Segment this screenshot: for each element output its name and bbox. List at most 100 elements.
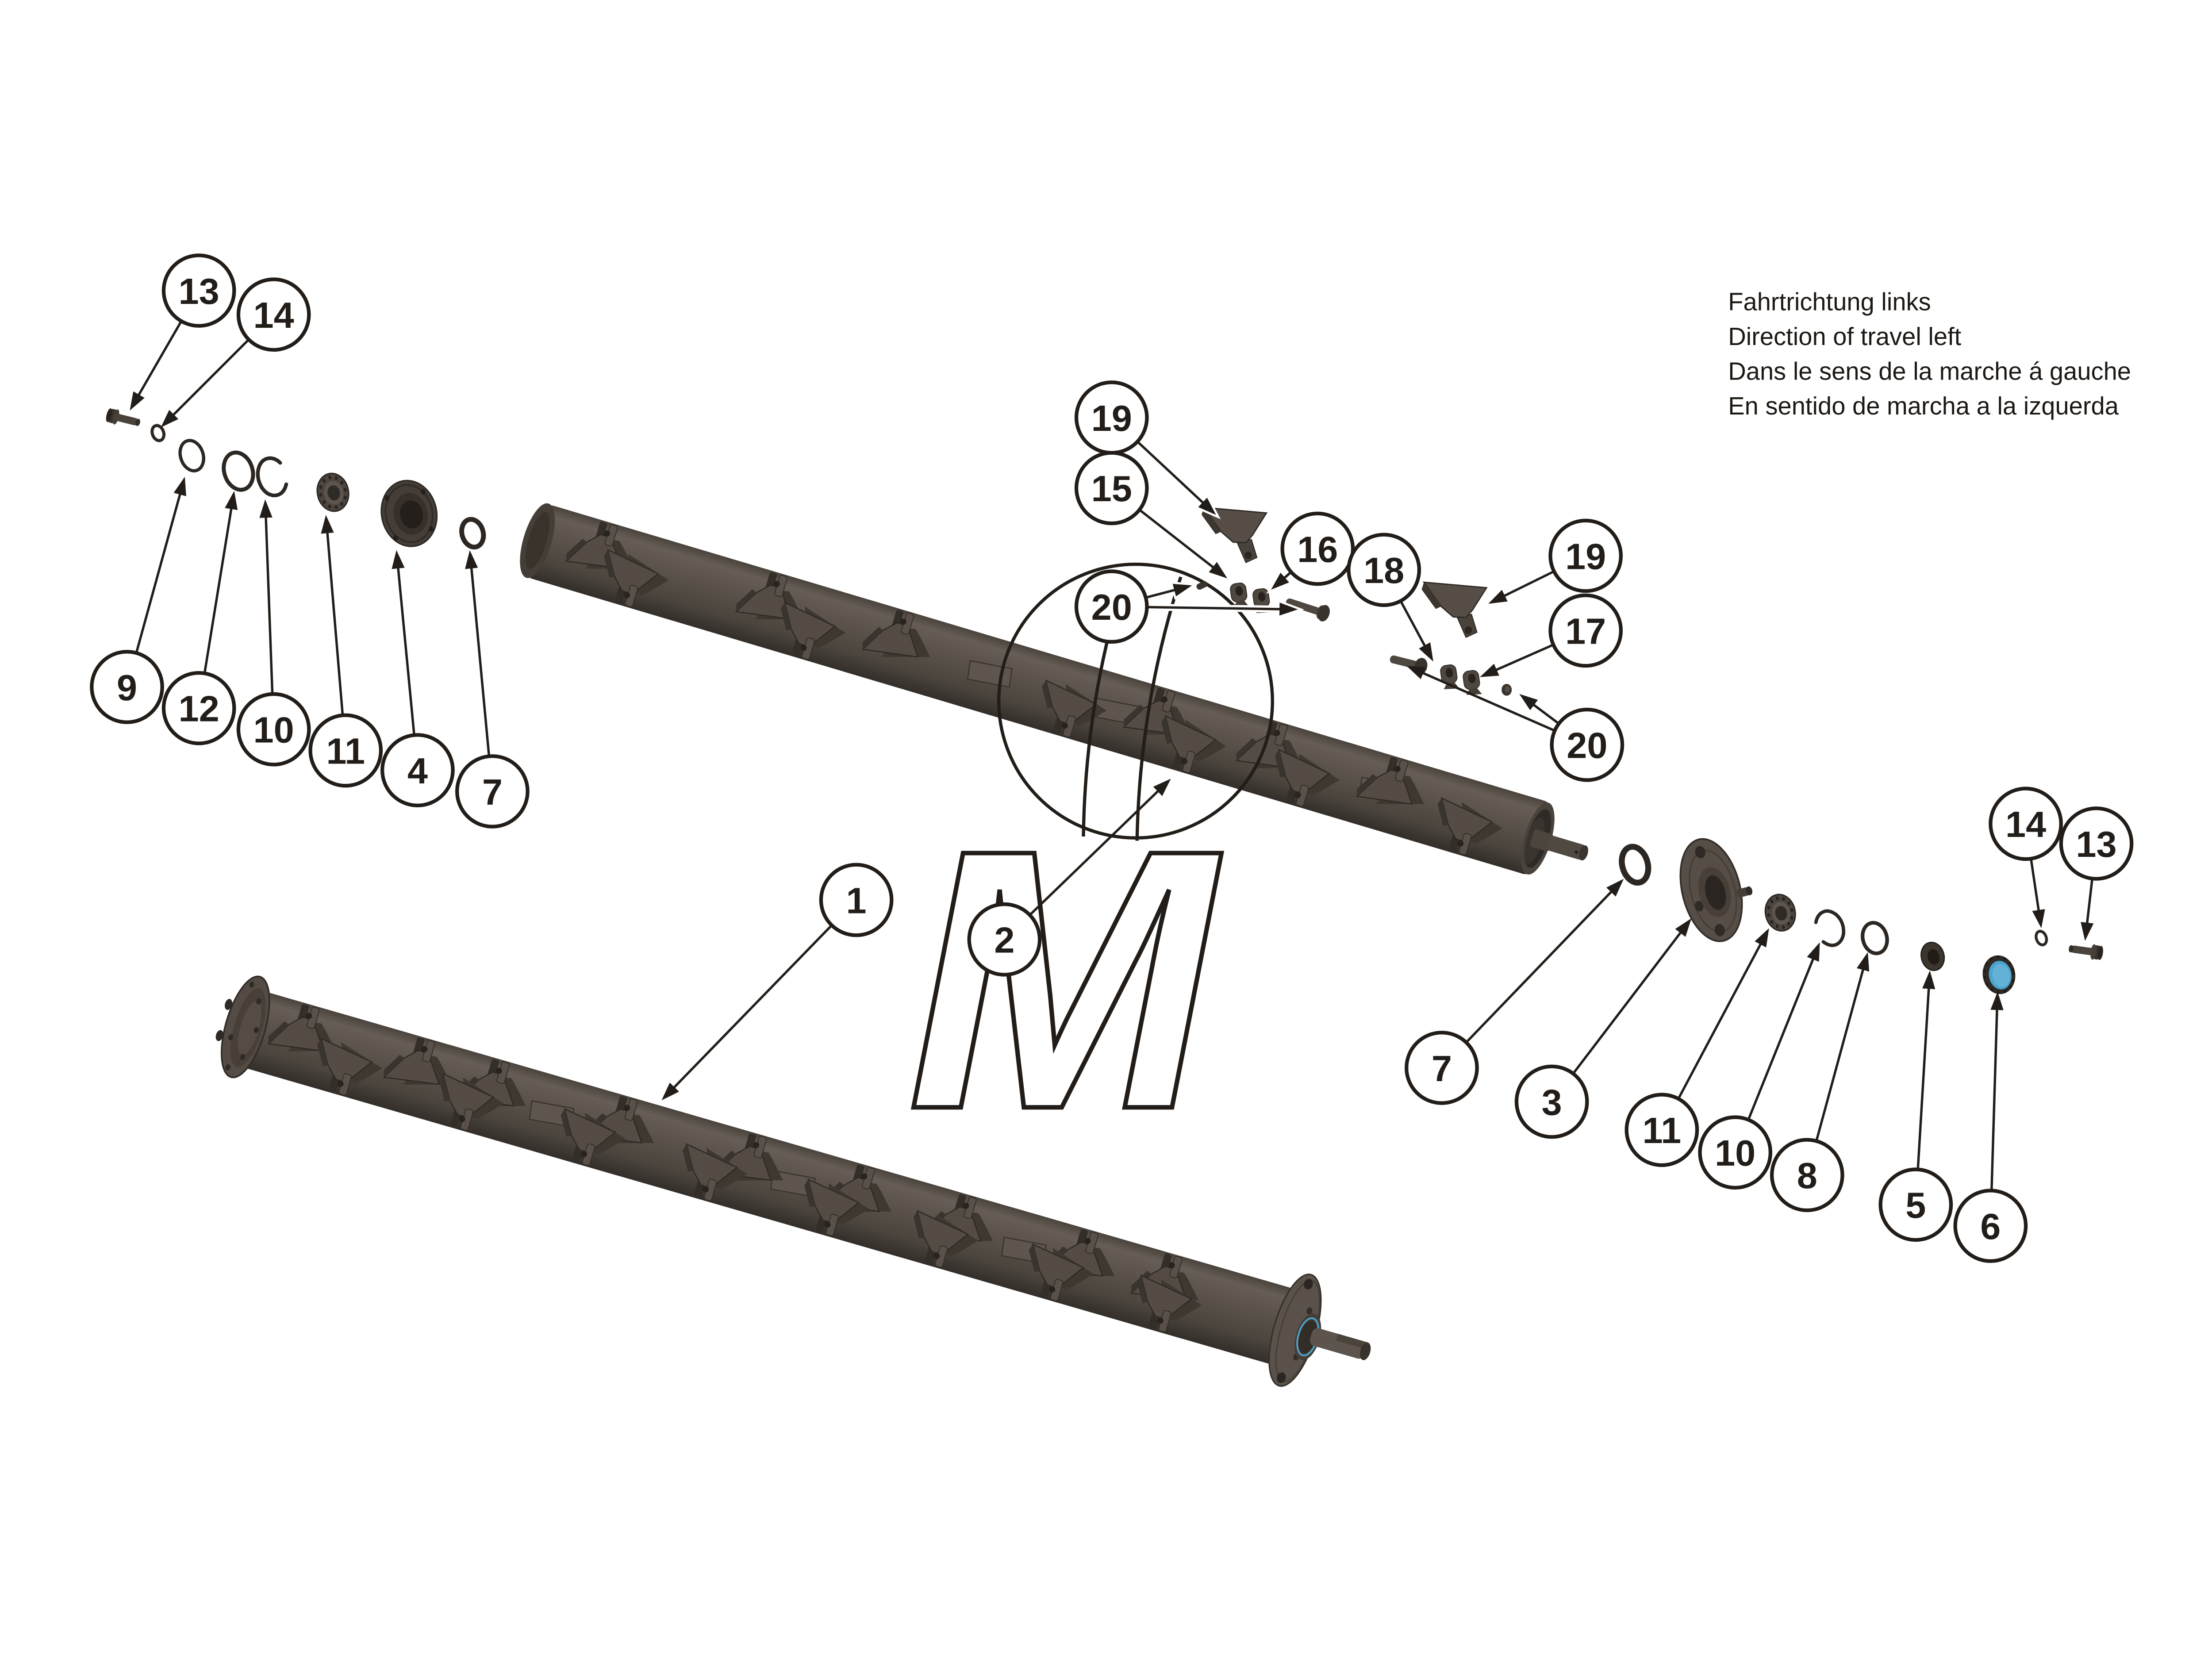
- leader-arrow-7: [1466, 879, 1624, 1043]
- part-bearing: [1764, 894, 1796, 932]
- part-washer: [1920, 941, 1945, 971]
- part-blade: [1202, 507, 1268, 564]
- note-line-es: En sentido de marcha a la izquerda: [1728, 392, 2119, 420]
- arrowhead: [1419, 642, 1433, 662]
- arrowhead: [1271, 572, 1289, 590]
- callout-20: 20: [1074, 569, 1149, 644]
- flail-blade-pair: [682, 1143, 748, 1201]
- flail-blade-pair: [804, 1178, 869, 1236]
- callout-13: 13: [161, 253, 236, 328]
- callout-11: 11: [308, 713, 383, 788]
- part-bolt: [1286, 598, 1330, 622]
- leader-arrow-6: [1990, 991, 2004, 1190]
- arrowhead: [1856, 952, 1870, 972]
- callout-17: 17: [1548, 593, 1623, 668]
- flail-blade-pair: [1356, 757, 1425, 805]
- part-oring: [1861, 921, 1889, 955]
- note-line-fr: Dans le sens de la marche á gauche: [1728, 357, 2131, 385]
- direction-note: Fahrtrichtung links Direction of travel …: [1728, 288, 2131, 420]
- part-circlip: [256, 456, 288, 498]
- arrowhead: [1606, 879, 1624, 897]
- leader-arrow-7: [465, 550, 491, 756]
- leader-arrow-2: [1029, 774, 1175, 916]
- leader-arrow-9: [135, 476, 186, 653]
- flail-blade-pair: [1029, 1243, 1094, 1301]
- part-ring: [178, 439, 205, 472]
- callout-number: 11: [1643, 1110, 1682, 1151]
- arrowhead: [1519, 694, 1538, 710]
- callout-8: 8: [1770, 1138, 1844, 1213]
- part-capblue: [1982, 955, 2016, 994]
- arrowhead: [1279, 602, 1298, 616]
- callout-2: 2: [967, 902, 1042, 977]
- callout-18: 18: [1347, 533, 1421, 607]
- callout-number: 10: [1715, 1132, 1755, 1174]
- note-line-de: Fahrtrichtung links: [1728, 288, 1931, 316]
- callout-number: 2: [994, 920, 1014, 961]
- part-hub: [1679, 838, 1753, 942]
- callout-number: 20: [1091, 587, 1132, 628]
- arrowhead: [1198, 497, 1216, 515]
- callout-16: 16: [1280, 511, 1355, 586]
- callout-number: 8: [1797, 1155, 1817, 1196]
- flail-blade-pair: [561, 1108, 626, 1166]
- leader-arrow-3: [1572, 918, 1692, 1074]
- callout-1: 1: [819, 863, 894, 937]
- arrowhead: [2032, 909, 2045, 929]
- leader-arrow-20: [1519, 694, 1559, 725]
- arrowhead: [130, 391, 145, 411]
- callout-15: 15: [1074, 451, 1149, 526]
- part-blade: [1421, 581, 1488, 638]
- leader-arrow-12: [203, 491, 238, 673]
- part-oring: [1619, 844, 1651, 886]
- exploded-parts-layer: [106, 408, 2103, 994]
- callout-19: 19: [1548, 518, 1623, 593]
- part-oring: [459, 517, 486, 550]
- arrowhead: [225, 491, 238, 510]
- callout-number: 4: [407, 750, 428, 791]
- flail-blade-pair: [267, 1004, 336, 1052]
- callout-number: 5: [1905, 1185, 1926, 1226]
- flail-blade-pair: [1437, 797, 1502, 856]
- arrowhead: [321, 514, 334, 534]
- callout-12: 12: [161, 671, 236, 745]
- part-ring: [222, 450, 255, 492]
- brand-m-logo: M: [907, 773, 1225, 1186]
- callout-number: 7: [482, 771, 503, 813]
- leader-arrow-8: [1815, 952, 1870, 1141]
- brand-logo-layer: M: [905, 771, 1227, 1188]
- part-screw: [2069, 944, 2103, 960]
- callout-number: 10: [253, 710, 294, 751]
- leader-arrow-16: [1266, 569, 1293, 594]
- arrowhead: [392, 550, 405, 569]
- leader-arrow-20: [1406, 666, 1555, 732]
- callout-11: 11: [1624, 1093, 1699, 1167]
- part-cup: [380, 480, 438, 547]
- arrowhead: [161, 410, 179, 428]
- part-screw: [106, 408, 140, 426]
- arrowhead: [1807, 942, 1820, 962]
- part-bearing: [316, 472, 349, 512]
- arrowhead: [661, 1082, 679, 1101]
- callout-20: 20: [1550, 707, 1624, 782]
- callout-19: 19: [1074, 380, 1149, 455]
- flail-blade-pair: [1275, 748, 1340, 807]
- callout-number: 12: [179, 688, 219, 729]
- callout-number: 9: [117, 667, 137, 708]
- leader-arrow-15: [1139, 509, 1233, 583]
- leader-arrow-17: [1480, 644, 1553, 677]
- arrowhead: [1209, 562, 1228, 579]
- arrowhead: [1480, 664, 1499, 677]
- leader-arrow-5: [1916, 970, 1936, 1169]
- callout-number: 16: [1297, 529, 1338, 570]
- callout-number: 17: [1565, 610, 1606, 652]
- leader-arrow-20: [1145, 581, 1198, 601]
- callout-number: 14: [253, 295, 294, 336]
- arrowhead: [259, 499, 273, 518]
- leader-arrow-10: [1747, 942, 1820, 1120]
- leader-arrow-19: [1482, 570, 1554, 607]
- callout-number: 19: [1565, 536, 1606, 577]
- arrowhead: [1172, 583, 1192, 597]
- callout-10: 10: [1698, 1115, 1773, 1190]
